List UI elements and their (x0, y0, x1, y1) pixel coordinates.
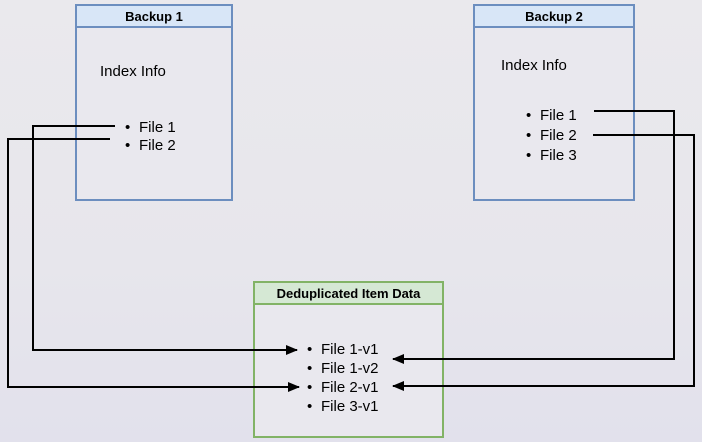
deduplicated-item-data-title: Deduplicated Item Data (255, 283, 442, 305)
dedup-file: File 3-v1 (307, 397, 379, 416)
backup-2-file: File 2 (526, 126, 577, 146)
backup-1-file: File 1 (125, 119, 176, 137)
backup-1-title: Backup 1 (77, 6, 231, 28)
dedup-file: File 2-v1 (307, 378, 379, 397)
backup-2-file: File 3 (526, 146, 577, 166)
deduplicated-item-data-box: Deduplicated Item Data File 1-v1File 1-v… (253, 281, 444, 438)
dedup-file-list: File 1-v1File 1-v2File 2-v1File 3-v1 (307, 340, 379, 416)
backup-1-box: Backup 1 Index Info File 1File 2 (75, 4, 233, 201)
backup-2-box: Backup 2 Index Info File 1File 2File 3 (473, 4, 635, 201)
dedup-file: File 1-v2 (307, 359, 379, 378)
backup-1-subtitle: Index Info (100, 63, 166, 80)
backup-1-file: File 2 (125, 137, 176, 155)
backup-1-file-list: File 1File 2 (125, 119, 176, 155)
backup-2-file: File 1 (526, 106, 577, 126)
dedup-file: File 1-v1 (307, 340, 379, 359)
backup-2-title: Backup 2 (475, 6, 633, 28)
backup-2-file-list: File 1File 2File 3 (526, 106, 577, 166)
backup-2-subtitle: Index Info (501, 57, 567, 74)
